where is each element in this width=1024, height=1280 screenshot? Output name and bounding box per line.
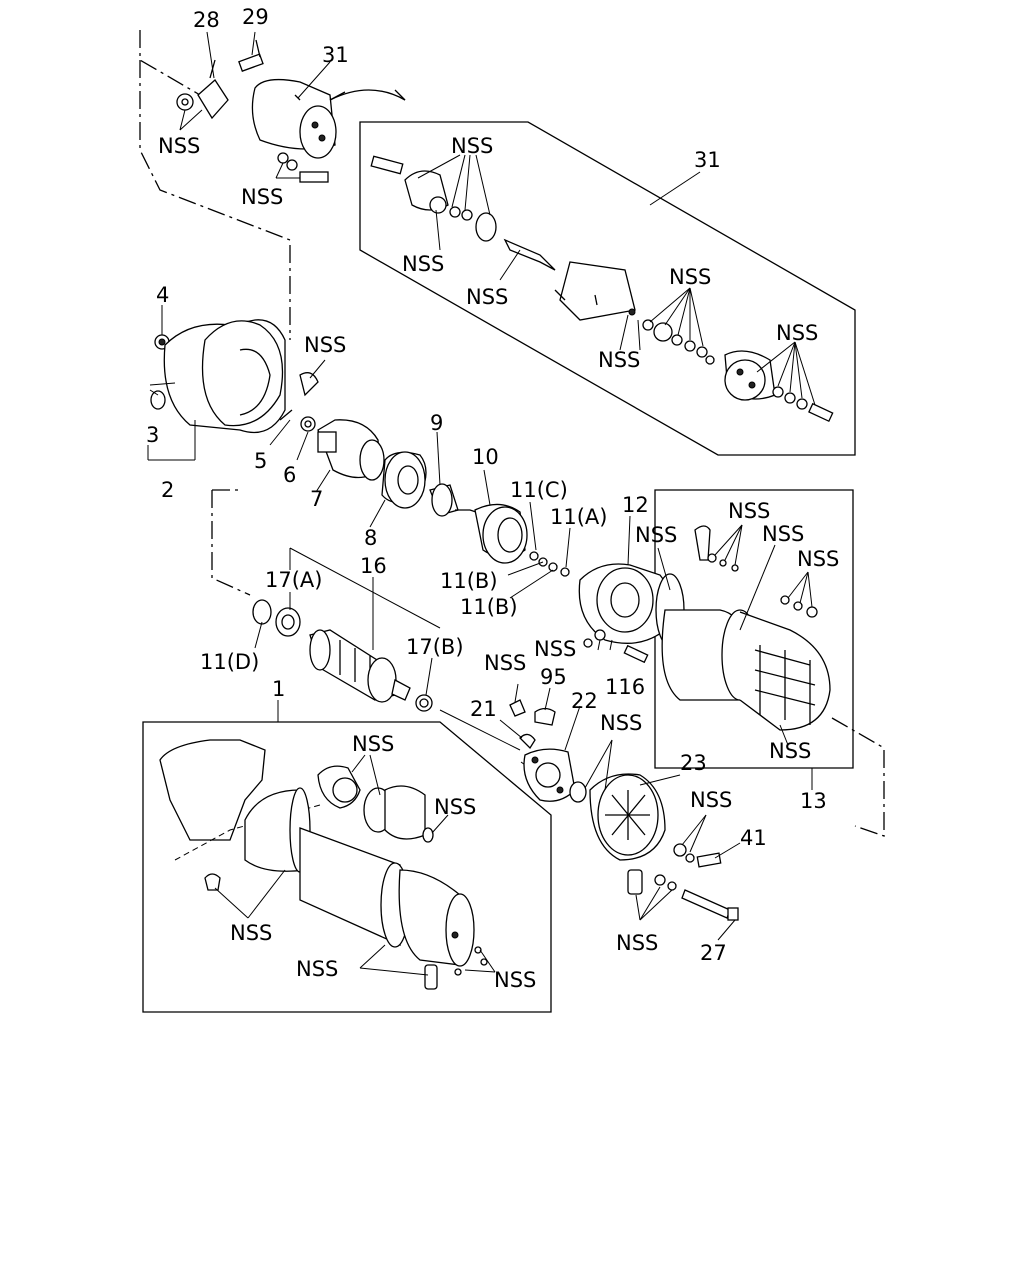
label-6: 6 — [283, 463, 296, 487]
label-11a: 11(A) — [550, 505, 607, 529]
brush-holder-yoke-group — [578, 515, 831, 790]
label-nss: NSS — [598, 348, 640, 372]
label-4: 4 — [156, 283, 169, 307]
callout-labels: 28 29 31 NSS NSS NSS 31 NSS NSS NSS NSS … — [146, 5, 839, 992]
label-2: 2 — [161, 478, 174, 502]
label-nss: NSS — [241, 185, 283, 209]
label-nss: NSS — [635, 523, 677, 547]
label-nss: NSS — [352, 732, 394, 756]
label-16: 16 — [360, 554, 387, 578]
label-5: 5 — [254, 449, 267, 473]
label-nss: NSS — [797, 547, 839, 571]
label-nss: NSS — [304, 333, 346, 357]
armature-bracket — [289, 547, 441, 629]
kit-box-13 — [654, 489, 854, 769]
label-11d: 11(D) — [200, 650, 259, 674]
starter-assembly-group — [159, 739, 496, 990]
label-nss: NSS — [616, 931, 658, 955]
label-3: 3 — [146, 423, 159, 447]
label-17a: 17(A) — [265, 568, 322, 592]
label-nss: NSS — [776, 321, 818, 345]
label-11c: 11(C) — [510, 478, 568, 502]
label-116: 116 — [605, 675, 645, 699]
label-10: 10 — [472, 445, 499, 469]
label-nss: NSS — [600, 711, 642, 735]
label-17b: 17(B) — [406, 635, 464, 659]
kit-box-31 — [359, 121, 856, 456]
label-11b: 11(B) — [460, 595, 518, 619]
label-1: 1 — [272, 677, 285, 701]
label-nss: NSS — [296, 957, 338, 981]
label-nss: NSS — [728, 499, 770, 523]
label-21: 21 — [470, 697, 497, 721]
label-nss: NSS — [534, 637, 576, 661]
assembly-box-1 — [142, 721, 552, 1013]
label-nss: NSS — [762, 522, 804, 546]
label-nss: NSS — [669, 265, 711, 289]
label-nss: NSS — [494, 968, 536, 992]
end-frame-group — [499, 683, 741, 941]
label-nss: NSS — [466, 285, 508, 309]
label-8: 8 — [364, 526, 377, 550]
group-outlines — [139, 30, 885, 1013]
label-95: 95 — [540, 665, 567, 689]
solenoid-31-group — [176, 31, 406, 183]
label-11b: 11(B) — [440, 569, 498, 593]
label-31-kit: 31 — [694, 148, 721, 172]
label-29: 29 — [242, 5, 269, 29]
label-12: 12 — [622, 493, 649, 517]
label-28: 28 — [193, 8, 220, 32]
label-22: 22 — [571, 689, 598, 713]
label-nss: NSS — [402, 252, 444, 276]
label-27: 27 — [700, 941, 727, 965]
label-nss: NSS — [434, 795, 476, 819]
label-nss: NSS — [451, 134, 493, 158]
front-housing-group — [147, 305, 326, 461]
label-9: 9 — [430, 411, 443, 435]
armature-group — [252, 577, 433, 722]
label-31-top: 31 — [322, 43, 349, 67]
label-nss: NSS — [769, 739, 811, 763]
label-nss: NSS — [158, 134, 200, 158]
label-nss: NSS — [484, 651, 526, 675]
drive-train-group — [296, 416, 571, 599]
label-7: 7 — [310, 487, 323, 511]
label-41: 41 — [740, 826, 767, 850]
solenoid-kit-exploded — [370, 154, 834, 423]
label-nss: NSS — [690, 788, 732, 812]
label-23: 23 — [680, 751, 707, 775]
label-13: 13 — [800, 789, 827, 813]
label-nss: NSS — [230, 921, 272, 945]
